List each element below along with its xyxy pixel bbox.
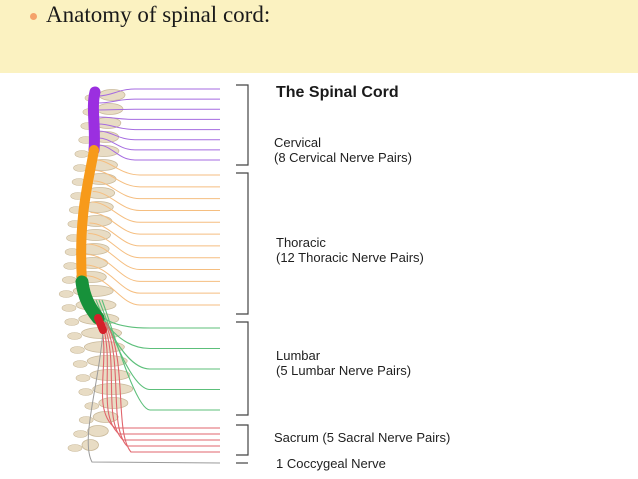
region-label-lumbar: Lumbar <box>276 348 321 363</box>
nerve-cervical <box>97 144 220 161</box>
vertebra-process <box>75 374 91 382</box>
vertebra <box>96 103 124 115</box>
cord-segment-sacral <box>94 314 107 334</box>
diagram-heading: The Spinal Cord <box>276 84 399 101</box>
vertebra-process <box>67 332 82 340</box>
bracket-cervical <box>236 84 249 166</box>
cord-segment-thoracic <box>76 145 99 287</box>
nerve-thoracic <box>84 264 220 294</box>
nerve-lumbar <box>98 299 220 391</box>
nerve-thoracic <box>90 212 220 235</box>
vertebra <box>87 425 109 437</box>
title-band <box>0 0 638 73</box>
spinal-cord <box>75 86 107 334</box>
cervical-nerves <box>97 88 220 161</box>
nerve-thoracic <box>91 201 220 223</box>
vertebra-process <box>70 346 85 354</box>
vertebra-process <box>67 444 83 452</box>
vertebra-process <box>63 262 78 270</box>
nerve-coccygeal <box>87 329 221 464</box>
nerve-cervical <box>97 137 220 151</box>
vertebra-process <box>64 318 80 326</box>
coccygeal-nerve <box>87 329 221 464</box>
vertebra <box>92 383 134 395</box>
region-brackets <box>236 84 249 464</box>
nerve-sacral <box>102 321 220 441</box>
nerve-cervical <box>97 88 220 97</box>
region-label-coccygeal: 1 Coccygeal Nerve <box>276 456 386 471</box>
region-label-thoracic: Thoracic <box>276 235 326 250</box>
vertebra-process <box>74 150 90 158</box>
bullet-icon <box>30 13 37 20</box>
nerve-thoracic <box>95 159 220 176</box>
nerve-thoracic <box>87 243 220 271</box>
nerve-cervical <box>97 130 220 141</box>
nerve-cervical <box>97 116 220 120</box>
bracket-thoracic <box>236 172 249 315</box>
region-detail-thoracic: (12 Thoracic Nerve Pairs) <box>276 250 424 265</box>
vertebra <box>81 439 99 451</box>
nerve-lumbar <box>95 299 220 370</box>
spinal-nerves <box>83 88 221 464</box>
nerve-cervical <box>97 123 220 131</box>
vertebra-process <box>62 276 77 284</box>
nerve-thoracic <box>94 170 220 188</box>
region-detail-lumbar: (5 Lumbar Nerve Pairs) <box>276 363 411 378</box>
vertebra-process <box>73 430 88 438</box>
cord-segment-cervical <box>87 86 101 156</box>
nerve-sacral <box>105 321 220 453</box>
slide-title: Anatomy of spinal cord: <box>46 2 271 27</box>
nerve-thoracic <box>93 180 220 200</box>
nerve-cervical <box>97 98 220 104</box>
nerve-sacral <box>104 321 220 447</box>
vertebra-process <box>78 388 94 396</box>
nerve-thoracic <box>83 275 220 306</box>
nerve-cervical <box>97 108 220 111</box>
vertebra <box>89 369 131 381</box>
region-label-sacral: Sacrum (5 Sacral Nerve Pairs) <box>274 430 450 445</box>
nerve-thoracic <box>92 191 220 211</box>
vertebra-process <box>72 360 88 368</box>
vertebra-process <box>78 416 94 424</box>
bracket-lumbar <box>236 321 249 416</box>
region-detail-cervical: (8 Cervical Nerve Pairs) <box>274 150 412 165</box>
thoracic-nerves <box>83 159 220 306</box>
nerve-thoracic <box>89 222 220 247</box>
nerve-thoracic <box>86 254 220 282</box>
vertebra-process <box>58 290 74 298</box>
vertebra <box>92 411 119 423</box>
nerve-lumbar <box>101 299 220 411</box>
region-label-cervical: Cervical <box>274 135 321 150</box>
bracket-sacral <box>236 424 249 456</box>
vertebra-process <box>61 304 77 312</box>
nerve-thoracic <box>88 233 220 259</box>
